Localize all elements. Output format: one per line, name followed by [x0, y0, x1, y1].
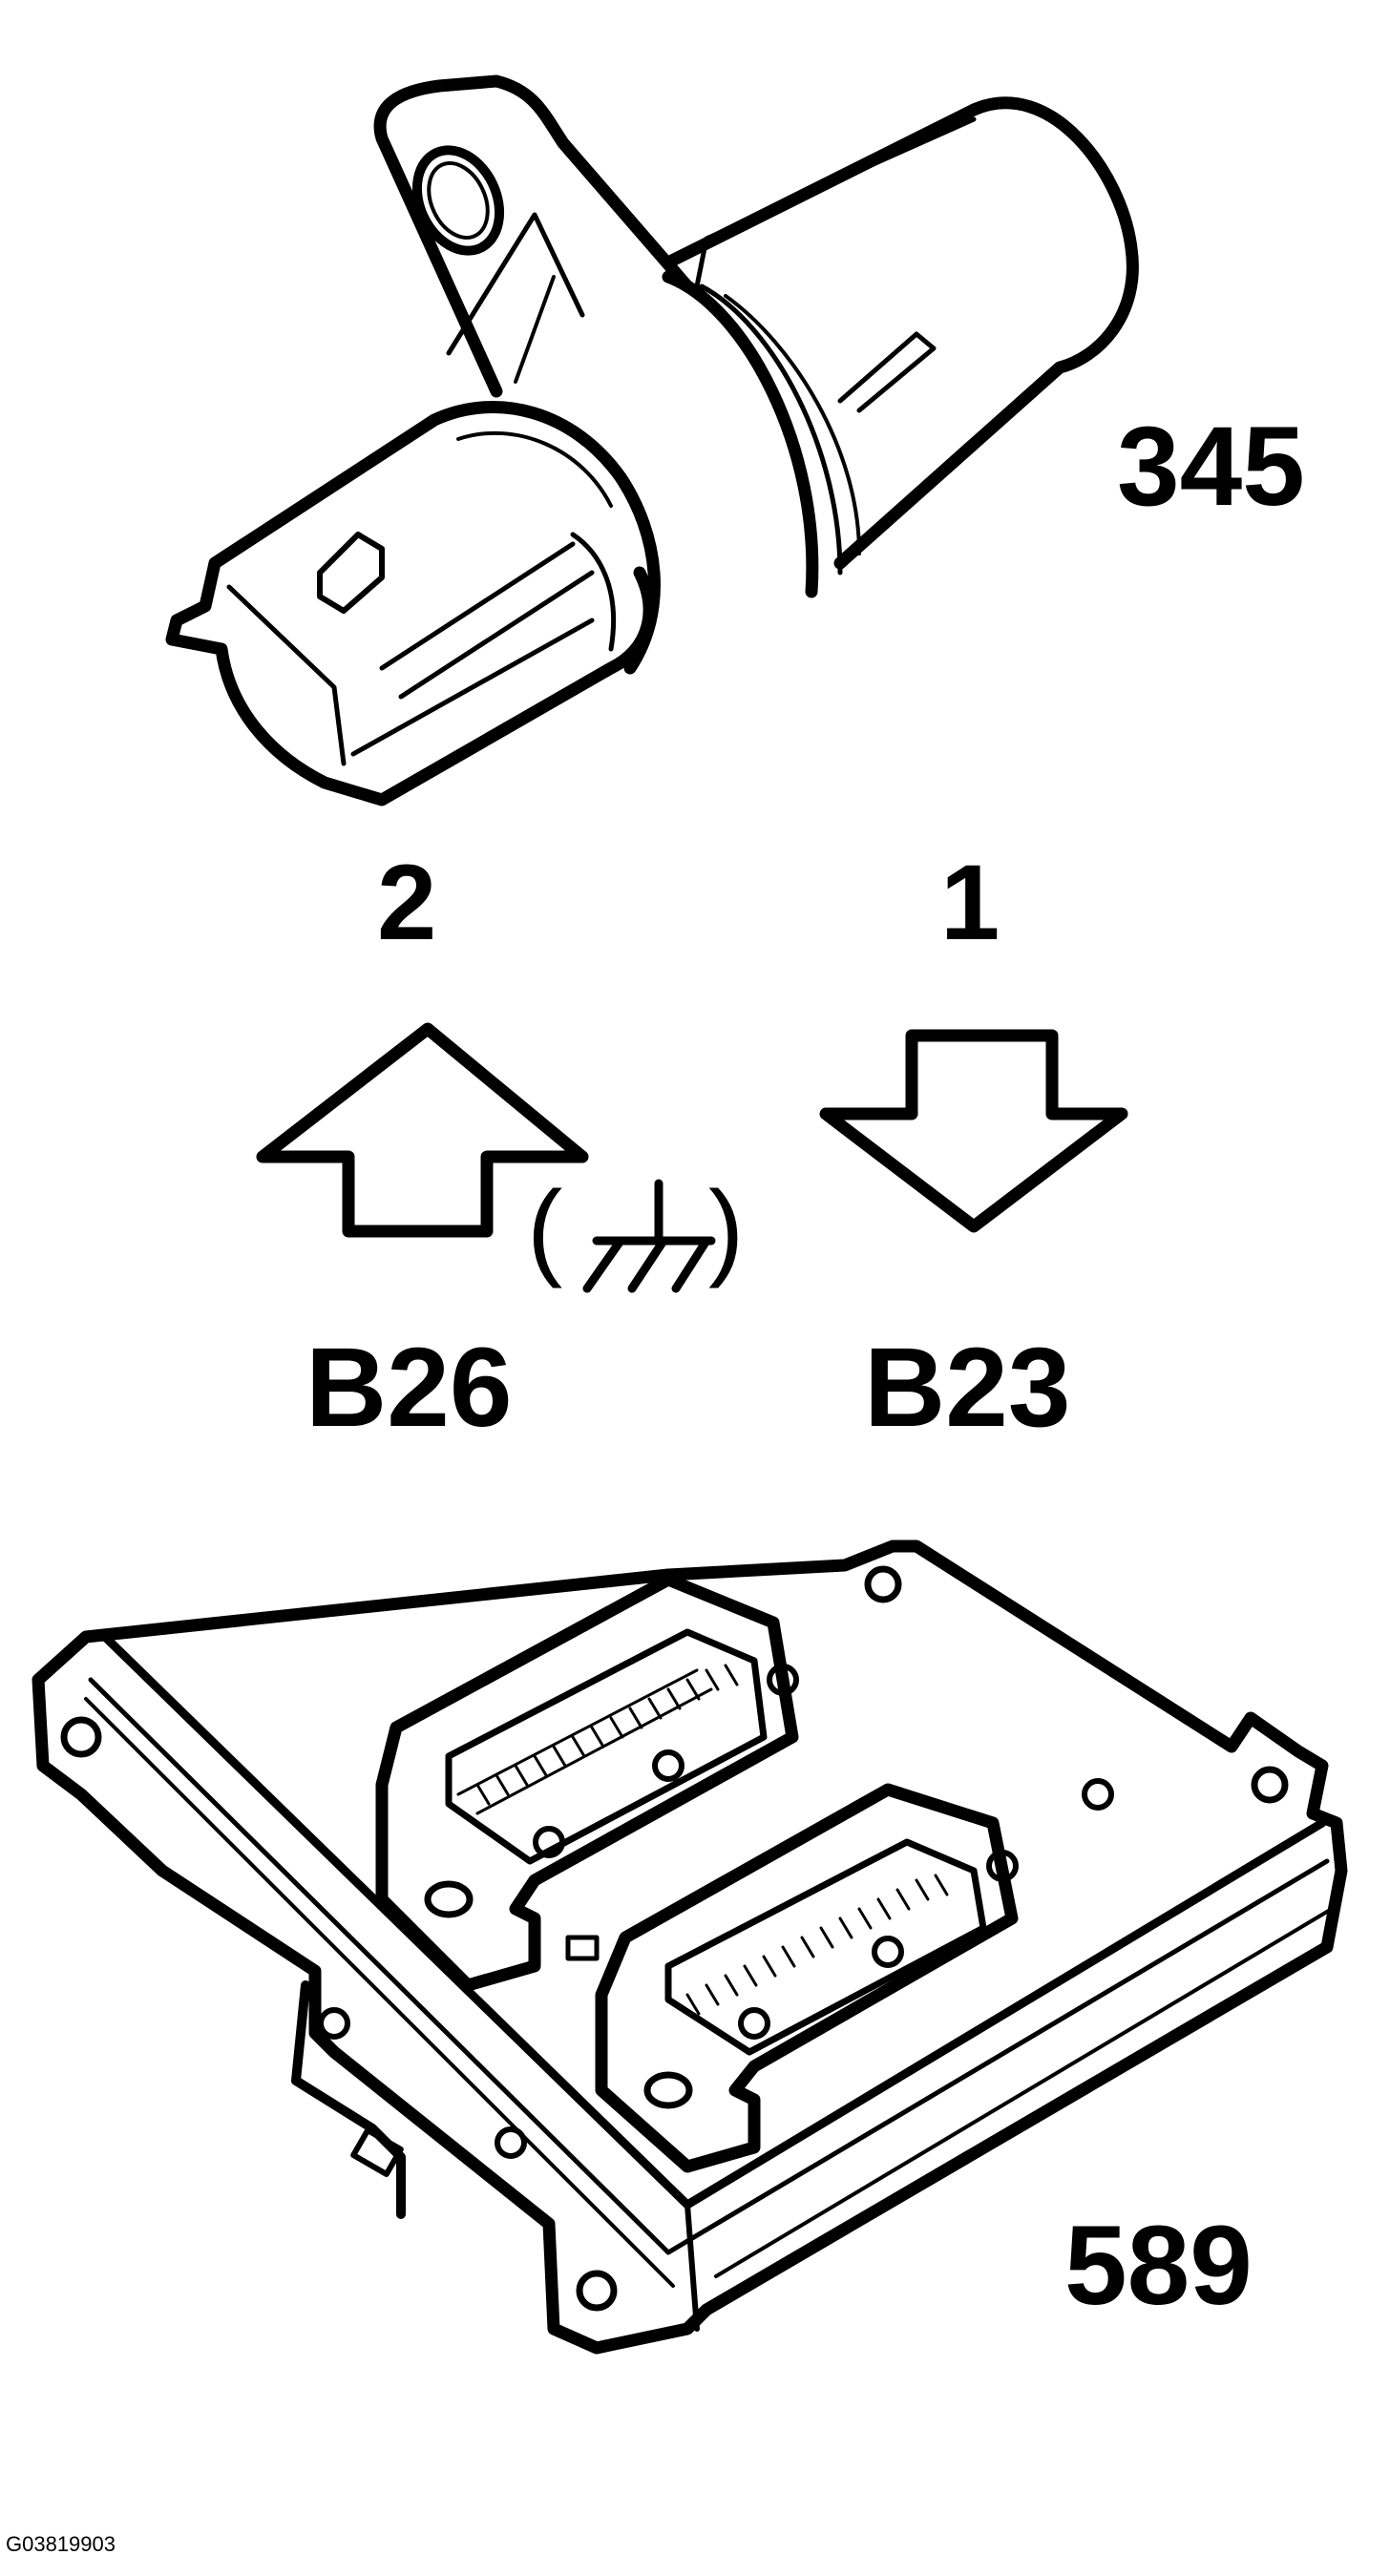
module-front-bracket	[291, 1980, 406, 2219]
connector-2-latch	[643, 2071, 693, 2109]
sensor-neck-outline	[428, 401, 661, 675]
module-mount-hole-2	[864, 1565, 902, 1603]
module-mount-hole-4	[576, 2270, 618, 2312]
connector-2-screw-a	[872, 1936, 904, 1968]
module-screw-1	[1082, 1778, 1114, 1811]
connector-1-screw-b	[533, 1826, 565, 1858]
ground-paren-close: )	[708, 1169, 745, 1288]
figure-id: G03819903	[6, 2532, 116, 2556]
terminal-b26-label: B26	[305, 1325, 513, 1451]
sensor-connector-face	[570, 532, 617, 652]
connector-1-pins	[475, 1664, 739, 1806]
sensor-latch	[317, 532, 385, 614]
module-mount-hole-3	[1251, 1766, 1289, 1804]
module-side-edge	[88, 1677, 1330, 2255]
module-corner-edge	[684, 2202, 700, 2332]
sensor-neck-line	[456, 430, 613, 508]
connector-header-1	[375, 1573, 799, 1992]
sensor-connector-rib-2	[398, 570, 595, 700]
sensor-bracket-outline	[373, 74, 694, 398]
arrow-up-icon	[256, 1022, 589, 1238]
terminal-b23-label: B23	[864, 1325, 1071, 1451]
module-bracket-hole	[318, 2007, 350, 2040]
module-mount-hole-1	[60, 1716, 102, 1758]
connector-2-screw-c	[986, 1850, 1019, 1882]
module-base-plate	[32, 1539, 1348, 2355]
sensor-bracket-line	[514, 275, 556, 384]
sensor-bracket-rib	[446, 212, 585, 356]
sensor-collar-ring-2	[699, 283, 843, 576]
sensor-mounting-hole	[411, 145, 505, 256]
control-module-drawing	[32, 1539, 1348, 2355]
sensor-key-tab	[837, 331, 937, 413]
pin-1-label: 1	[940, 843, 1000, 962]
sensor-connector-outline	[165, 413, 656, 806]
connector-2-opening	[664, 1838, 987, 2056]
connector-1-latch	[424, 1880, 474, 1918]
sensor-cylinder-edge	[694, 116, 977, 289]
pin-2-label: 2	[377, 843, 437, 962]
connector-header-2	[595, 1783, 1019, 2173]
sensor-connector-rib-3	[350, 618, 595, 757]
sensor-ref-label: 345	[1117, 404, 1305, 530]
connector-key	[565, 1935, 600, 1961]
connector-1-opening	[445, 1628, 768, 1865]
ground-paren-open: (	[527, 1169, 563, 1288]
chassis-ground-icon	[582, 1179, 716, 1293]
connector-2-pins	[685, 1874, 949, 2016]
connector-1-screw-c	[767, 1664, 799, 1696]
arrow-down-icon	[819, 1029, 1128, 1233]
sensor-connector-rib-1	[379, 541, 576, 671]
sensor-mounting-hole-inner	[427, 161, 490, 240]
module-front-tab	[350, 2127, 404, 2177]
connector-1-pins-guide	[456, 1668, 713, 1815]
module-side-line	[84, 1697, 675, 2288]
sensor-cylinder-outline	[662, 96, 1139, 570]
module-top-face-edge	[100, 1632, 1327, 2209]
connector-2-screw-b	[738, 2007, 770, 2040]
module-side-line-2	[714, 1907, 1334, 2278]
sensor-drawing	[165, 74, 1139, 806]
signal-arrows	[256, 1022, 1128, 1238]
connector-1-screw-a	[652, 1749, 684, 1782]
sensor-connector-edge	[226, 584, 347, 766]
sensor-collar-ring-1	[662, 270, 819, 598]
sensor-collar-ring-3	[724, 294, 861, 555]
module-ref-label: 589	[1064, 2203, 1253, 2329]
module-screw-2	[495, 2126, 527, 2159]
